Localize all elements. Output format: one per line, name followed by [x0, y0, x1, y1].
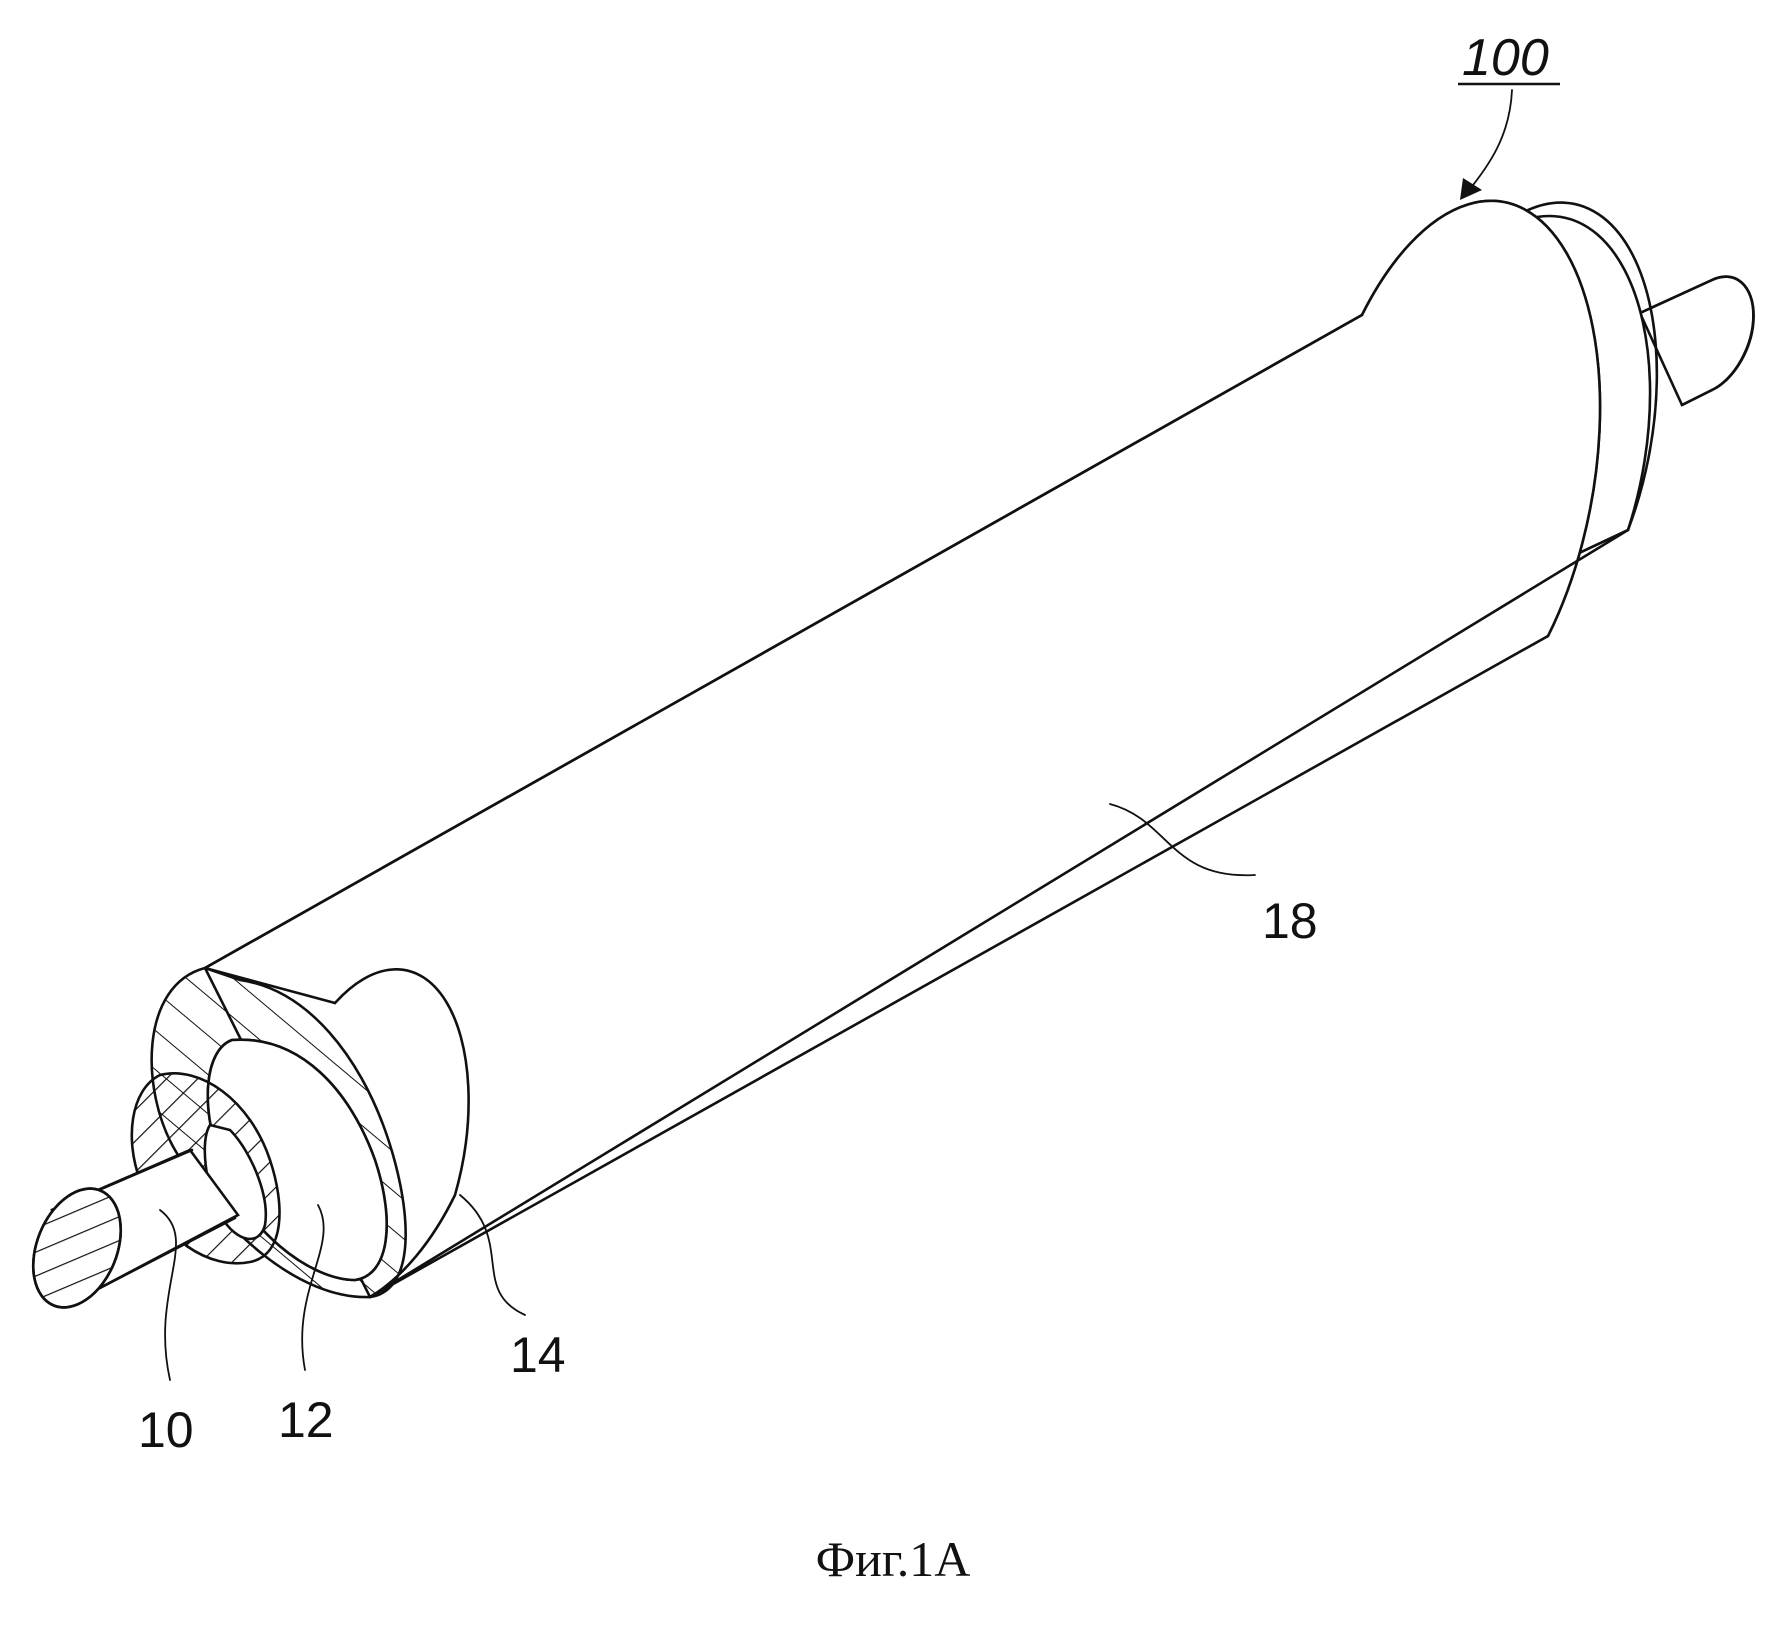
label-10: 10	[138, 1402, 194, 1458]
label-100: 100	[1462, 29, 1549, 87]
label-18: 18	[1262, 893, 1318, 949]
figure-caption: Фиг.1A	[816, 1531, 971, 1587]
arrow-100-head	[1460, 178, 1482, 200]
arrow-100	[1465, 90, 1512, 195]
label-12: 12	[278, 1392, 334, 1448]
roller-body-18	[205, 201, 1628, 1297]
label-14: 14	[510, 1327, 566, 1383]
